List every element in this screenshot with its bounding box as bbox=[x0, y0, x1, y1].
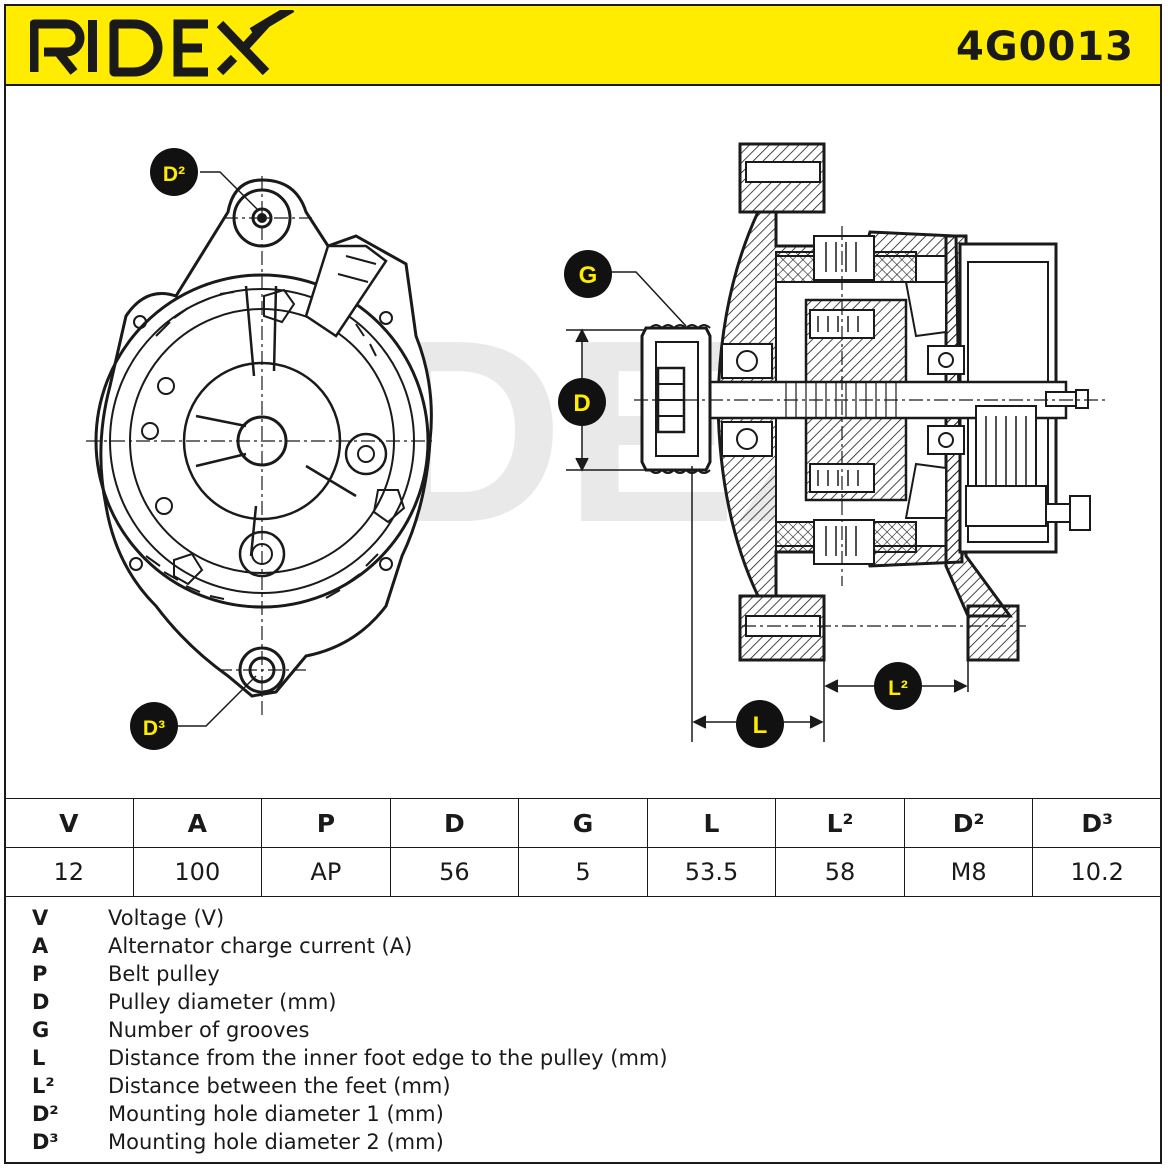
legend-text: Voltage (V) bbox=[108, 906, 225, 930]
legend-key: D³ bbox=[32, 1130, 59, 1154]
spec-value-v: 12 bbox=[4, 847, 134, 897]
spec-value-a: 100 bbox=[132, 847, 263, 897]
label-d: D bbox=[573, 390, 590, 417]
spec-value-g: 5 bbox=[518, 847, 648, 897]
spec-header-a: A bbox=[132, 798, 263, 848]
legend-text: Pulley diameter (mm) bbox=[108, 990, 337, 1014]
legend-text: Distance from the inner foot edge to the… bbox=[108, 1046, 668, 1070]
legend-key: V bbox=[32, 906, 49, 930]
spec-header-l2: L² bbox=[775, 798, 905, 848]
legend-text: Number of grooves bbox=[108, 1018, 310, 1042]
spec-value-l2: 58 bbox=[775, 847, 905, 897]
spec-value-p: AP bbox=[261, 847, 391, 897]
legend-text: Alternator charge current (A) bbox=[108, 934, 413, 958]
legend: V Voltage (V) A Alternator charge curren… bbox=[4, 898, 1162, 1164]
spec-value-d2: M8 bbox=[903, 847, 1034, 897]
spec-value-l: 53.5 bbox=[646, 847, 777, 897]
label-d2: D² bbox=[163, 163, 185, 186]
legend-key: D² bbox=[32, 1102, 59, 1126]
spec-value-row: 12 100 AP 56 5 53.5 58 M8 10.2 bbox=[4, 847, 1162, 897]
spec-value-d3: 10.2 bbox=[1032, 847, 1162, 897]
legend-key: A bbox=[32, 934, 49, 958]
alternator-technical-drawing: RIDEX bbox=[86, 142, 1106, 750]
legend-key: P bbox=[32, 962, 48, 986]
side-view bbox=[634, 142, 1106, 662]
legend-text: Mounting hole diameter 1 (mm) bbox=[108, 1102, 444, 1126]
label-l2: L² bbox=[888, 677, 908, 700]
legend-key: L bbox=[32, 1046, 46, 1070]
front-view bbox=[86, 176, 436, 716]
spec-header-l: L bbox=[646, 798, 777, 848]
spec-header-g: G bbox=[518, 798, 648, 848]
label-d3: D³ bbox=[143, 717, 165, 740]
spec-header-row: V A P D G L L² D² D³ bbox=[4, 798, 1162, 848]
label-l: L bbox=[753, 712, 768, 739]
legend-text: Distance between the feet (mm) bbox=[108, 1074, 451, 1098]
header-bar: 4G0013 bbox=[4, 4, 1162, 86]
legend-text: Mounting hole diameter 2 (mm) bbox=[108, 1130, 444, 1154]
label-g: G bbox=[579, 262, 598, 289]
legend-key: D bbox=[32, 990, 50, 1014]
spec-header-v: V bbox=[4, 798, 134, 848]
legend-key: G bbox=[32, 1018, 50, 1042]
spec-header-p: P bbox=[261, 798, 391, 848]
part-number: 4G0013 bbox=[956, 24, 1134, 70]
spec-header-d: D bbox=[389, 798, 520, 848]
spec-table: V A P D G L L² D² D³ 12 100 AP 56 5 53.5… bbox=[4, 798, 1162, 897]
ridex-logo bbox=[30, 10, 295, 77]
legend-key: L² bbox=[32, 1074, 55, 1098]
legend-text: Belt pulley bbox=[108, 962, 220, 986]
spec-header-d2: D² bbox=[903, 798, 1034, 848]
spec-header-d3: D³ bbox=[1032, 798, 1162, 848]
spec-value-d: 56 bbox=[389, 847, 520, 897]
